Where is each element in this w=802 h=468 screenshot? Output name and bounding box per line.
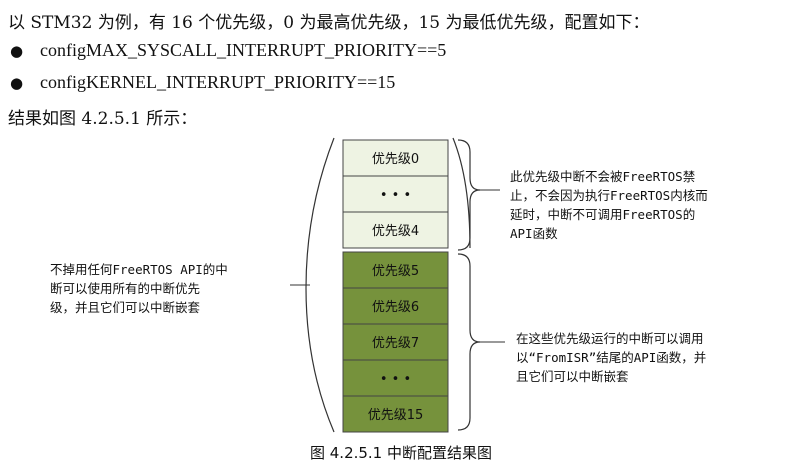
note-bottom: 在这些优先级运行的中断可以调用 以“FromISR”结尾的API函数，并 且它们…: [516, 331, 707, 384]
priority-block: [342, 251, 449, 289]
note-top: 此优先级中断不会被FreeRTOS禁 止，不会因为执行FreeRTOS内核而 延…: [510, 169, 708, 241]
priority-block-label: 优先级6: [372, 300, 419, 315]
brace-top-right: [457, 139, 481, 251]
priority-block-label: 优先级0: [372, 152, 419, 167]
left-parenthesis: [305, 137, 335, 433]
note-left: 不掉用任何FreeRTOS API的中 断可以使用所有的中断优先 级，并且它们可…: [50, 262, 228, 315]
bullet-icon: ●: [10, 42, 24, 60]
priority-block: [342, 359, 449, 397]
intro-text: 以 STM32 为例，有 16 个优先级，0 为最高优先级，15 为最低优先级，…: [8, 13, 650, 33]
config-text: configKERNEL_INTERRUPT_PRIORITY==15: [40, 72, 396, 92]
priority-block-label: • • •: [380, 372, 411, 387]
bullet-icon: ●: [10, 74, 24, 92]
brace-bottom-right: [457, 253, 481, 431]
priority-block-label: 优先级5: [372, 264, 419, 279]
priority-block: [342, 211, 449, 249]
priority-block-label: • • •: [380, 188, 411, 203]
result-intro-text: 结果如图 4.2.5.1 所示：: [8, 109, 198, 129]
priority-blocks: 优先级0 • • • 优先级4 优先级5 优先级6 优先级7 • • • 优先级15: [342, 139, 449, 433]
config-item-kernel: ● configKERNEL_INTERRUPT_PRIORITY==15: [10, 72, 395, 93]
figure-caption: 图 4.2.5.1 中断配置结果图: [309, 444, 492, 462]
priority-diagram: 优先级0 • • • 优先级4 优先级5 优先级6 优先级7 • • • 优先级15: [290, 137, 505, 433]
priority-block: [342, 287, 449, 325]
right-parenthesis: [452, 137, 471, 249]
priority-block-label: 优先级15: [368, 408, 424, 423]
priority-block: [342, 139, 449, 177]
config-text: configMAX_SYSCALL_INTERRUPT_PRIORITY==5: [40, 40, 447, 60]
priority-block-label: 优先级4: [372, 224, 419, 239]
priority-block: [342, 395, 449, 433]
priority-block-label: 优先级7: [372, 336, 419, 351]
config-item-max-syscall: ● configMAX_SYSCALL_INTERRUPT_PRIORITY==5: [10, 40, 446, 61]
